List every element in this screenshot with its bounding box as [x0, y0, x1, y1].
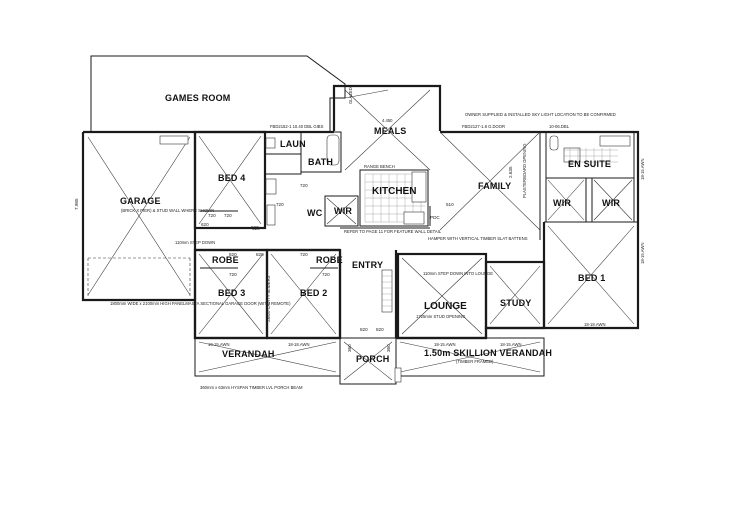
entry: ENTRY 820 820 — [338, 250, 398, 338]
family-dim: 2.635 — [508, 166, 513, 178]
meals-bay: GLAZED 4.450 MEALS — [332, 84, 442, 171]
pdc-note: PDC — [430, 215, 440, 220]
front-verandah: VERANDAH 360mm x 63mm HYSPAN TIMBER LVL … — [194, 337, 341, 390]
skillion-sub-label: (TIMBER FRAMED) — [456, 359, 494, 364]
bed1-side-window-note: 18-15.AWN — [640, 243, 645, 265]
ensuite-door-note: 10-06.DBL — [549, 124, 570, 129]
kitchen: RANGE BENCH KITCHEN PDC REFER TO PAGE 11… — [344, 164, 442, 234]
bed2: ROBE BED 2 720 2x820 CAVITY SLIDERS 18-1… — [265, 248, 343, 347]
family-side-window-note: 18-15.AWN — [640, 159, 645, 181]
range-bench-note: RANGE BENCH — [364, 164, 395, 169]
hall-720-dim: 720 — [300, 252, 308, 257]
porch-dim-b: 360 — [386, 344, 391, 352]
bed4: BED 4 720 720 620 820 — [193, 130, 267, 230]
hall-door-dim: 720 — [276, 202, 284, 207]
bath-label: BATH — [308, 157, 333, 167]
skillion-verandah-label: 1.50m SKILLION VERANDAH — [424, 348, 552, 358]
garage-length-dim: 7.985 — [74, 198, 79, 210]
hall-820-dim-3: 820 — [229, 252, 237, 257]
porch-label: PORCH — [356, 354, 390, 364]
bed3-robe-dim: 720 — [229, 272, 237, 277]
glazed-note: GLAZED — [348, 87, 353, 104]
robe-bed3-label: ROBE — [212, 255, 239, 265]
bed2-window-note: 18-18.AWN — [288, 342, 310, 347]
hamper-note: HAMPER WITH VERTICAL TIMBER SLAT BATTENS — [428, 236, 528, 241]
plaster-opening-note: PLASTERBOARD OPENING — [522, 144, 527, 198]
wir-right-2-label: WIR — [602, 198, 620, 208]
wet-areas: LAUN BATH 720 WC WIR 720 — [264, 131, 359, 227]
refer-note: REFER TO PAGE 11 FOR FEATURE WALL DETAIL — [344, 229, 442, 234]
entry-dim-b: 820 — [376, 327, 384, 332]
entry-dim-a: 820 — [360, 327, 368, 332]
study-window-note: 18-15.AWN — [500, 342, 522, 347]
games-room-label: GAMES ROOM — [165, 93, 231, 103]
porch-beam-note: 360mm x 63mm HYSPAN TIMBER LVL PORCH BEA… — [200, 385, 303, 390]
porch: PORCH 360 360 — [339, 337, 397, 385]
bed4-label: BED 4 — [218, 173, 246, 183]
hall-820-dim-2: 820 — [256, 252, 264, 257]
bed2-label: BED 2 — [300, 288, 328, 298]
cavity-slider-note: 2x820 CAVITY SLIDERS — [266, 275, 271, 322]
garage-door-note: 1800mm WIDE x 2100mm HIGH PANELMASTA SEC… — [110, 301, 291, 306]
bed4-door-dim: 820 — [251, 225, 259, 230]
verandah-label: VERANDAH — [222, 349, 275, 359]
wir-right-1-label: WIR — [553, 198, 571, 208]
wc-label: WC — [307, 208, 323, 218]
study: STUDY 18-15.AWN — [484, 260, 546, 347]
garage-step-note: 110mm STEP DOWN — [175, 240, 215, 245]
bed2-robe-dim: 720 — [322, 272, 330, 277]
bed4-robe-dim-b: 720 — [224, 213, 232, 218]
skillion-verandah: 1.50m SKILLION VERANDAH (TIMBER FRAMED) — [394, 337, 552, 383]
garage-label: GARAGE — [120, 196, 161, 206]
bed1: BED 1 18-18.AWN 18-15.AWN 18-15.AWN — [542, 159, 645, 328]
robe-bed2-label: ROBE — [316, 255, 343, 265]
family-510-dim: 510 — [446, 202, 454, 207]
porch-dim-a: 360 — [347, 344, 352, 352]
bed1-window-note: 18-18.AWN — [584, 322, 606, 327]
family: FAMILY 2.635 PLASTERBOARD OPENING 510 — [439, 131, 541, 240]
laundry-label: LAUN — [280, 139, 306, 149]
skylight-note-group: OWNER SUPPLIED & INSTALLED SKY LIGHT LOC… — [270, 112, 616, 129]
bed3: ROBE BED 3 720 19-15.AWN — [193, 248, 269, 347]
games-room: GAMES ROOM — [90, 55, 346, 133]
garage-note: (BRICK X PIER) & STUD WALL WHERE SHOWN — [121, 208, 214, 213]
bed4-robe-dim-c: 620 — [201, 222, 209, 227]
bed4-robe-dim-a: 720 — [208, 213, 216, 218]
skylight-code: FBD2127-1.8 G.DOOR — [462, 124, 505, 129]
lounge: HAMPER WITH VERTICAL TIMBER SLAT BATTENS… — [396, 236, 528, 347]
lounge-window-note: 18-15.AWN — [434, 342, 456, 347]
wir-left-label: WIR — [334, 206, 352, 216]
skylight-note: OWNER SUPPLIED & INSTALLED SKY LIGHT LOC… — [465, 112, 616, 117]
bed3-label: BED 3 — [218, 288, 246, 298]
outer-walls — [81, 130, 640, 340]
family-label: FAMILY — [478, 181, 511, 191]
meals-dimension: 4.450 — [382, 118, 393, 123]
lounge-label: LOUNGE — [424, 301, 467, 312]
fbd-left-note: FBD2152-1 10.40 DBL GIBS — [270, 124, 324, 129]
study-label: STUDY — [500, 298, 532, 308]
hall-820-dim: 820 — [252, 226, 260, 231]
meals-label: MEALS — [374, 126, 407, 136]
entry-label: ENTRY — [352, 260, 383, 270]
bed1-label: BED 1 — [578, 273, 606, 283]
wc-dim: 720 — [300, 183, 308, 188]
en-suite: EN SUITE WIR WIR — [545, 131, 635, 223]
stud-opening-note: 1725mm STUD OPENING — [416, 314, 465, 319]
kitchen-label: KITCHEN — [372, 186, 416, 197]
bed3-window-note: 19-15.AWN — [208, 342, 230, 347]
lounge-step-note: 110mm STEP DOWN INTO LOUNGE — [423, 271, 493, 276]
garage: GARAGE (BRICK X PIER) & STUD WALL WHERE … — [74, 132, 291, 306]
en-suite-label: EN SUITE — [568, 159, 611, 169]
